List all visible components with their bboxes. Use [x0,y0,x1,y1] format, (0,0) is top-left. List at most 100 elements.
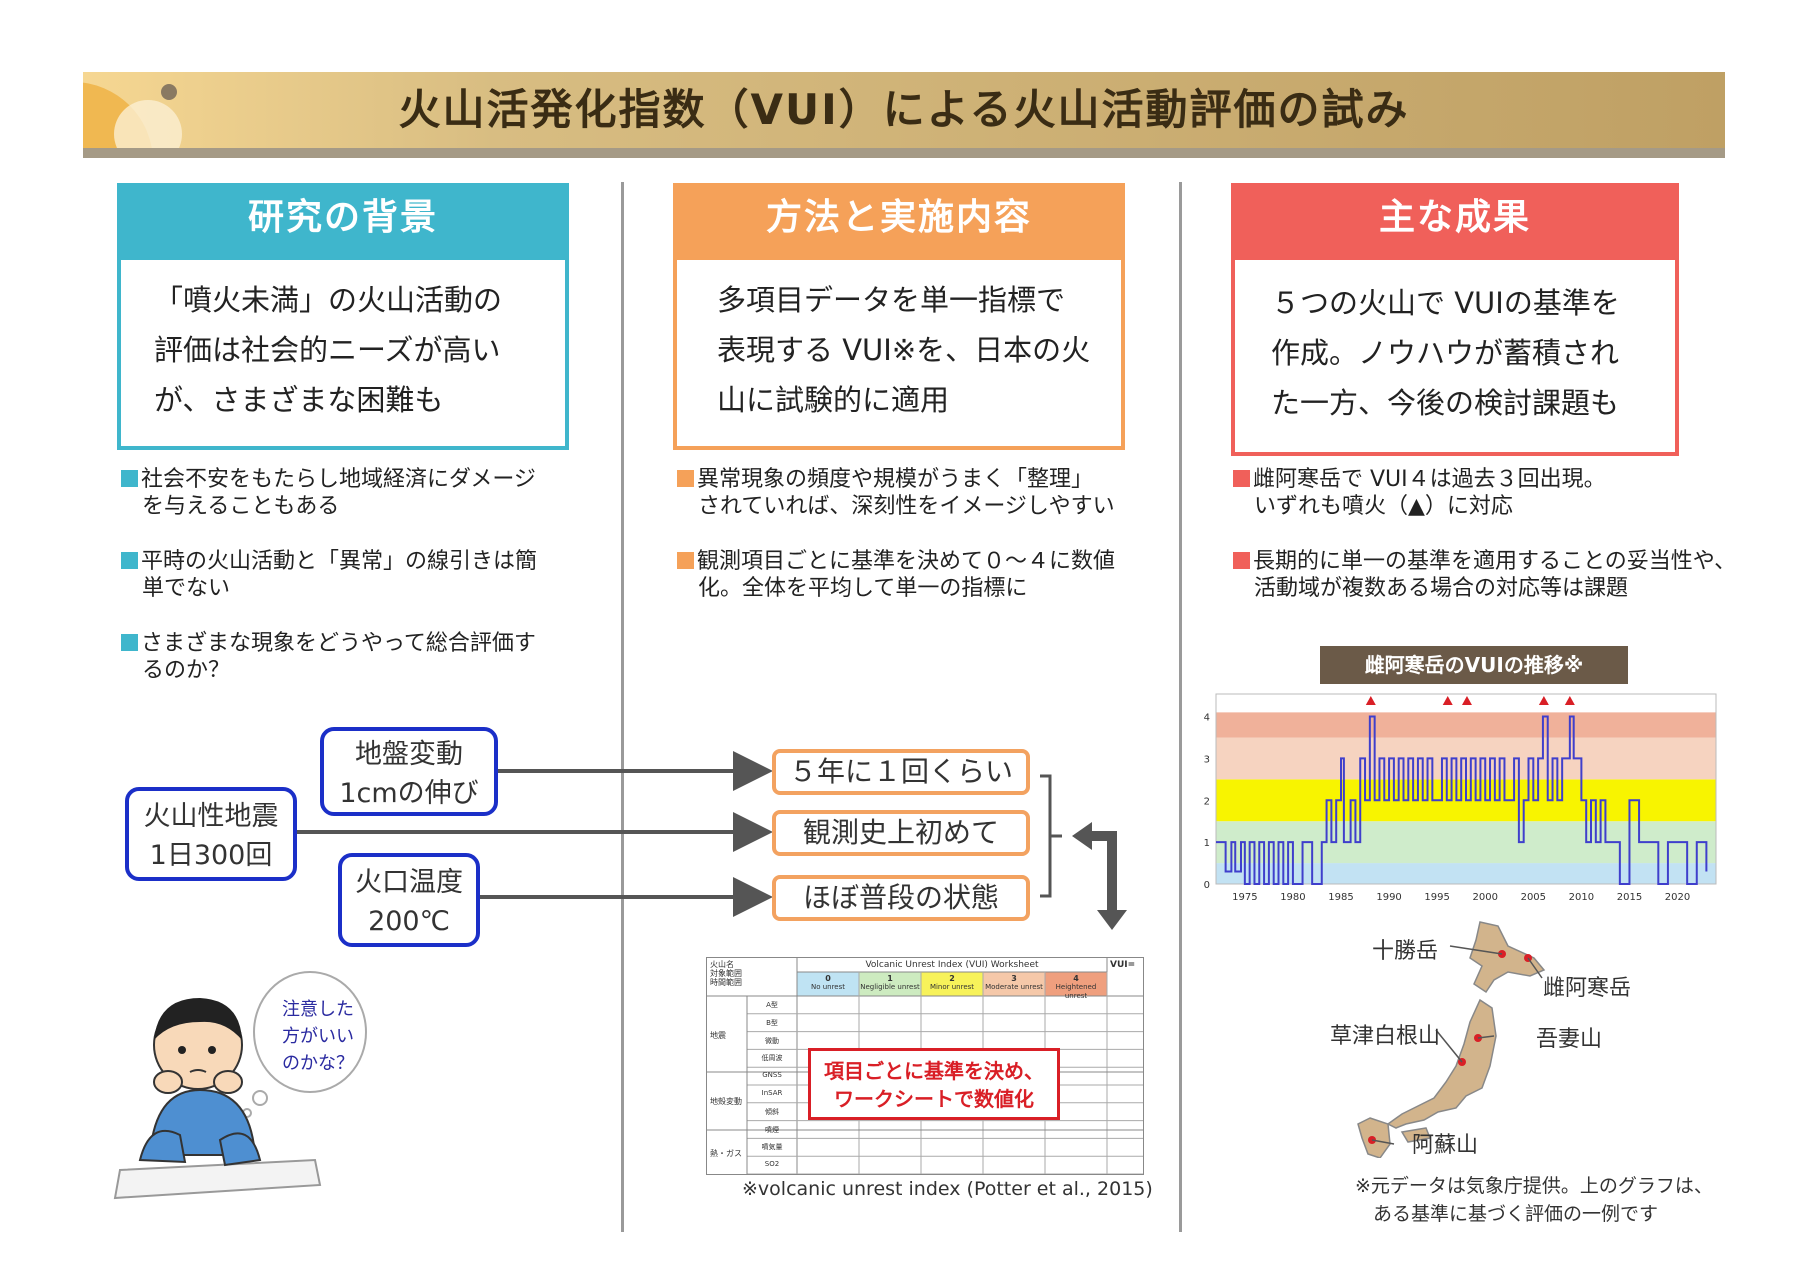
bullet-text: 化。全体を平均して単一の指標に [698,576,1028,601]
y-tick-label: 1 [1204,838,1210,849]
bullet-text: るのか？ [142,658,231,683]
worksheet-meta-label: 火山名 [710,960,734,969]
bullet-text: いずれも噴火（▲）に対応 [1254,494,1513,519]
observation-box-ground-deformation: 地盤変動 1cmの伸び [320,727,498,816]
worksheet-row-label: 傾斜 [765,1107,779,1116]
vui-footnote: ※volcanic unrest index (Potter et al., 2… [742,1178,1153,1200]
bullet-square-icon [677,470,694,487]
evaluation-text: 観測史上初めて [802,816,999,849]
worksheet-meta-label: 時間範囲 [710,978,742,987]
summary-line: 「噴火未満」の火山活動の [154,283,503,317]
map-label-aso: 阿蘇山 [1412,1133,1479,1158]
worksheet-row-label: B型 [766,1018,778,1027]
bullet-item: 平時の火山活動と「異常」の線引きは簡 単でない [121,548,591,602]
bullet-text: 異常現象の頻度や規模がうまく「整理」 [697,467,1094,492]
note-line: ※元データは気象庁提供。上のグラフは、 [1355,1175,1713,1197]
worksheet-group-label: 地震 [710,1031,726,1040]
map-honshu [1386,998,1497,1129]
observation-line: 火山性地震 [143,801,279,832]
worksheet-vui-label: VUI= [1110,960,1136,970]
observation-line: 200℃ [368,906,450,937]
bullet-text: 平時の火山活動と「異常」の線引きは簡 [141,549,538,574]
worksheet-row-label: 噴煙 [765,1125,779,1134]
evaluation-text: ５年に１回くらい [788,755,1013,788]
eruption-marker [1442,696,1453,705]
worksheet-row-label: 噴気量 [761,1143,783,1152]
chart-band [1216,863,1716,884]
bullet-item: 異常現象の頻度や規模がうまく「整理」 されていれば、深刻性をイメージしやすい [677,466,1177,520]
bullet-text: さまざまな現象をどうやって総合評価す [141,631,536,656]
bullet-square-icon [1233,552,1250,569]
eruption-marker [1538,696,1549,705]
worksheet-row-label: A型 [766,1001,778,1009]
callout-line: ワークシートで数値化 [834,1087,1034,1111]
observation-line: 地盤変動 [355,739,463,770]
eruption-marker [1461,696,1472,705]
worksheet-row-label: InSAR [761,1089,783,1097]
x-tick-label: 2020 [1665,892,1690,903]
column-heading-background: 方法と実施内容 [673,183,1125,257]
map-shikoku [1400,1127,1432,1143]
evaluation-box: ５年に１回くらい [772,749,1030,795]
column-divider [1179,182,1182,1232]
x-tick-label: 1985 [1328,892,1353,903]
note-line: ある基準に基づく評価の一例です [1373,1203,1659,1225]
column-divider [621,182,624,1232]
observation-line: 1日300回 [149,840,273,871]
map-label-meakan: 雌阿寒岳 [1543,976,1632,1001]
observation-line: 1cmの伸び [339,778,479,809]
header-decoration [83,72,203,148]
bullet-item: 長期的に単一の基準を適用することの妥当性や、 活動域が複数ある場合の対応等は課題 [1233,548,1793,602]
x-tick-label: 1975 [1232,892,1257,903]
chart-band [1216,821,1716,864]
y-tick-label: 4 [1204,713,1210,724]
bullet-square-icon [1233,470,1250,487]
eruption-marker [1564,696,1575,705]
bullet-square-icon [121,470,138,487]
map-hokkaido [1469,921,1546,994]
bullet-text: 観測項目ごとに基準を決めて０～４に数値 [697,549,1116,574]
y-tick-label: 2 [1204,796,1210,807]
worksheet-level-cell [982,971,1046,997]
thought-line: 方がいい [282,1026,354,1047]
x-tick-label: 2000 [1473,892,1498,903]
bullet-square-icon [121,552,138,569]
bullet-item: さまざまな現象をどうやって総合評価す るのか？ [121,630,591,684]
x-tick-label: 2010 [1569,892,1594,903]
worksheet-level-cell [796,971,860,997]
worksheet-row-label: SO2 [764,1160,780,1169]
callout-line: 項目ごとに基準を決め、 [824,1059,1044,1083]
vui-series-line [1216,715,1708,885]
evaluation-text: ほぼ普段の状態 [802,881,999,914]
column-heading: 研究の背景 [247,197,438,238]
bullet-text: 単でない [142,576,231,601]
bullet-text: 雌阿寒岳で VUI４は過去３回出現。 [1253,467,1606,492]
evaluation-box: 観測史上初めて [772,810,1030,856]
bullet-text: 長期的に単一の基準を適用することの妥当性や、 [1253,549,1737,574]
thinking-person-illustration [113,971,367,1200]
eruption-marker [1365,696,1376,705]
map-label-kusatsu: 草津白根山 [1330,1024,1441,1049]
chart-frame [1215,693,1717,885]
worksheet-meta-label: 対象範囲 [710,969,742,978]
summary-box: 「噴火未満」の火山活動の 評価は社会的ニーズが高い が、さまざまな困難も [117,256,569,450]
summary-line: 作成。ノウハウが蓄積され [1271,336,1620,370]
summary-line: ５つの火山で VUIの基準を [1271,286,1620,320]
column-heading: 主な成果 [1378,197,1531,238]
column-heading-background: 研究の背景 [117,183,569,257]
evaluation-box: ほぼ普段の状態 [772,875,1030,921]
thought-line: 注意した [282,999,354,1020]
bullet-text: されていれば、深刻性をイメージしやすい [698,494,1115,519]
header-underline [83,148,1725,158]
observation-box-crater-temperature: 火口温度 200℃ [338,853,480,947]
worksheet-level-cell [1044,971,1108,997]
summary-line: 表現する VUI※を、日本の火 [717,333,1091,367]
thought-bubble-text: 注意した 方がいい のかな？ [268,996,368,1077]
chart-band [1216,712,1716,738]
y-tick-label: 0 [1204,880,1210,891]
bullet-text: 社会不安をもたらし地域経済にダメージ [141,467,536,492]
worksheet-group-label: 地殻変動 [710,1097,742,1106]
